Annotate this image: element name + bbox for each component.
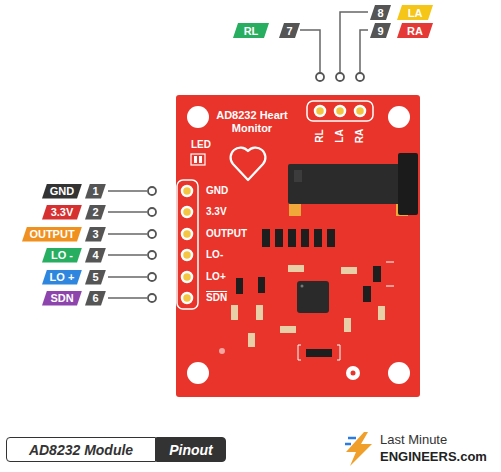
node-text: 6 — [92, 292, 98, 304]
node-text: 3 — [92, 228, 98, 240]
node-text: 5 — [92, 271, 98, 283]
footer-title: AD8232 Module — [6, 437, 156, 462]
fiducial — [219, 348, 225, 354]
pin-number: 1 — [85, 184, 106, 199]
pin-number: 4 — [85, 248, 106, 263]
silkscreen-pin: LO+ — [206, 272, 226, 282]
pin-number: 3 — [85, 227, 106, 242]
pcb-board — [176, 95, 420, 397]
pin-label: SDN — [42, 291, 82, 306]
wire — [360, 30, 368, 73]
brand-name: ENGINEERS.com — [380, 450, 487, 463]
node-text: 3.3V — [51, 206, 74, 218]
header-pins — [182, 186, 192, 303]
pad — [356, 73, 364, 81]
footer-tag: Pinout — [156, 437, 226, 462]
silkscreen-pin: SDN — [206, 293, 227, 303]
pin-number: 5 — [85, 270, 106, 285]
audio-jack — [288, 153, 418, 216]
pad — [336, 73, 344, 81]
silkscreen-pin: RA — [355, 129, 365, 143]
silkscreen-pin: LO- — [206, 250, 223, 260]
pin-label: RA — [397, 23, 433, 38]
top-wires — [300, 12, 368, 73]
pin-number: 8 — [370, 5, 391, 20]
pin-label: 3.3V — [42, 205, 82, 220]
node-text: 7 — [286, 25, 292, 37]
pin-label: GND — [42, 184, 82, 199]
node-text: 2 — [92, 206, 98, 218]
brand-icon — [345, 432, 372, 466]
left-pads — [148, 187, 156, 302]
heart-icon — [231, 148, 266, 180]
pin-number: 2 — [85, 205, 106, 220]
node-text: RL — [244, 25, 259, 37]
header-outline — [177, 180, 198, 309]
node-text: 4 — [92, 249, 98, 261]
header-outline — [307, 101, 373, 121]
node-text: AD8232 Module — [29, 442, 133, 458]
pin-label: RL — [233, 23, 269, 38]
pin-number: 7 — [279, 23, 300, 38]
chip — [297, 281, 329, 313]
silkscreen-pin: 3.3V — [206, 207, 227, 217]
pin-number: 9 — [370, 23, 391, 38]
smd-components — [236, 229, 381, 357]
module-board: AD8232 Heart Monitor — [176, 95, 420, 397]
top-pads — [316, 73, 364, 81]
node-text: LO - — [51, 249, 73, 261]
node-text: Pinout — [169, 442, 213, 458]
node-text: RA — [407, 25, 423, 37]
board-title: AD8232 Heart Monitor — [196, 109, 308, 135]
open-hardware-logo — [346, 366, 360, 380]
silkscreen-pin: GND — [206, 186, 228, 196]
node-text: LO + — [50, 271, 75, 283]
brand-name: Last Minute — [380, 433, 447, 446]
wire — [300, 30, 320, 73]
resistors — [231, 265, 385, 347]
pin-label: LO - — [42, 248, 82, 263]
pin-label: LA — [397, 5, 433, 20]
node-text: 9 — [377, 25, 383, 37]
silkscreen-pin: RL — [315, 129, 325, 142]
mounting-holes — [187, 106, 410, 384]
header-pins — [315, 106, 365, 116]
silkscreen-pin: LA — [335, 129, 345, 142]
left-wires — [108, 191, 147, 298]
pin-number: 6 — [85, 291, 106, 306]
node-text: SDN — [50, 292, 73, 304]
pin-label: OUTPUT — [22, 227, 82, 242]
wire — [340, 12, 368, 73]
silkscreen-pin: OUTPUT — [206, 229, 247, 239]
node-text: OUTPUT — [29, 228, 74, 240]
silkscreen — [298, 262, 394, 360]
node-text: 1 — [92, 185, 98, 197]
led — [191, 154, 205, 165]
silkscreen-label: LED — [191, 140, 211, 150]
pad — [316, 73, 324, 81]
pin-label: LO + — [42, 270, 82, 285]
node-text: LA — [408, 7, 423, 19]
node-text: 8 — [377, 7, 383, 19]
node-text: GND — [50, 185, 74, 197]
